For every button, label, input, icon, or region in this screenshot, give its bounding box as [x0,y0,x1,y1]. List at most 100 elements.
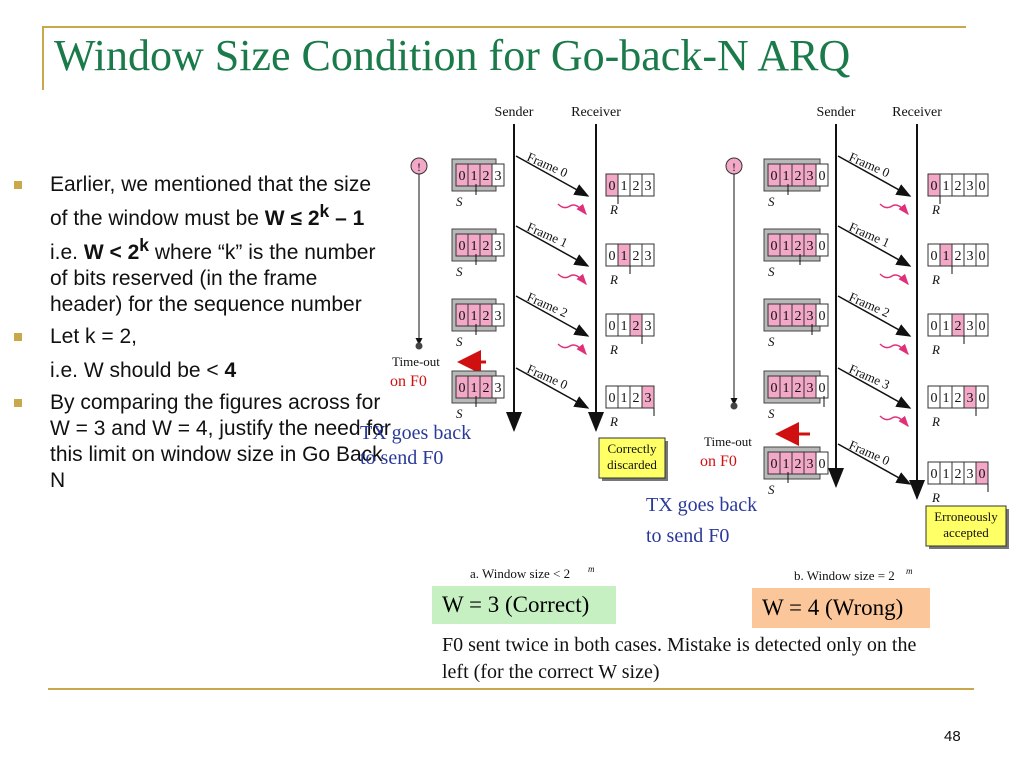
bullet-1-k2: k [139,235,150,255]
right-frame-label: Frame 3 [847,361,892,392]
right-sender-seq-number: 0 [771,239,778,254]
bullet-square-icon [14,333,22,341]
left-receiver-cell [641,313,655,337]
explanation-note: F0 sent twice in both cases. Mistake is … [442,634,917,683]
right-sender-seq-number: 0 [771,309,778,324]
left-receiver-cell [641,173,655,197]
right-receiver-seq-number: 2 [955,391,962,406]
right-sender-seq-number: 3 [807,309,814,324]
right-tx-back-line1: TX goes back [646,494,757,516]
right-receiver-cell [975,243,989,267]
right-receiver-seq-number: 0 [931,249,938,264]
left-sender-label: Sender [495,105,534,120]
left-status-line2: discarded [607,457,657,472]
left-receiver-seq-number: 1 [621,319,628,334]
ack-arrow [557,343,587,356]
right-receiver-cell [975,385,989,409]
left-frame-arrow [515,155,590,197]
left-frame-label: Frame 1 [525,219,570,250]
left-frame-label: Frame 0 [525,149,570,180]
right-s-label: S [768,482,775,497]
left-receiver-cell [641,385,655,409]
left-frame-label: Frame 0 [525,361,570,392]
left-sender-seq-number: 0 [459,381,466,396]
left-status-line1: Correctly [607,441,657,456]
right-sender-seq-number: 0 [819,169,826,184]
left-sender-seq-number: 2 [483,169,490,184]
caption-a: a. Window size < 2 [470,566,570,580]
right-receiver-seq-number: 1 [943,179,950,194]
right-receiver-seq-number: 2 [955,467,962,482]
right-sender-label: Sender [817,105,856,120]
left-r-label: R [609,414,618,429]
right-receiver-seq-number: 3 [967,179,974,194]
right-status-box [925,505,1007,547]
page-title: Window Size Condition for Go-back-N ARQ [54,31,851,80]
left-sender-seq-number: 1 [471,239,478,254]
bullet-square-icon [14,181,22,189]
bullet-1-le: ≤ [290,207,302,230]
right-frame-arrow [837,295,912,337]
bullet-2-text: Let k = 2, [50,325,137,348]
right-sender-seq-number: 0 [771,381,778,396]
right-receiver-seq-number: 0 [931,319,938,334]
left-receiver-cell [641,243,655,267]
right-sender-seq-number: 3 [807,169,814,184]
right-sender-cell [815,233,829,257]
right-status-line1: Erroneously [934,509,998,524]
left-sender-seq-number: 3 [495,381,502,396]
right-receiver-cell [975,173,989,197]
right-r-label: R [931,202,940,217]
right-s-label: S [768,406,775,421]
right-receiver-seq-number: 2 [955,249,962,264]
right-sender-seq-number: 0 [819,381,826,396]
ack-arrow [879,273,909,286]
left-sender-cell [491,163,505,187]
left-frame-arrow [515,225,590,267]
left-sender-cell [491,375,505,399]
right-s-label: S [768,264,775,279]
right-receiver-cell [975,313,989,337]
right-sender-seq-number: 0 [819,239,826,254]
bullet-item-1: Earlier, we mentioned that the size of t… [14,172,394,318]
left-receiver-seq-number: 0 [609,249,616,264]
left-receiver-seq-number: 2 [633,391,640,406]
ack-arrow [557,203,587,216]
right-frame-label: Frame 1 [847,219,892,250]
bullet-item-3: By comparing the figures across for W = … [14,390,394,494]
bullet-3-text: By comparing the figures across for W = … [50,391,391,492]
bullet-square-icon [14,399,22,407]
right-sender-seq-number: 0 [819,457,826,472]
left-receiver-seq-number: 2 [633,249,640,264]
right-sender-seq-number: 2 [795,309,802,324]
right-on-f0-label: on F0 [700,453,737,470]
right-sender-seq-number: 0 [771,457,778,472]
right-sender-cell [815,375,829,399]
left-sender-seq-number: 0 [459,169,466,184]
left-tx-back-line1: TX goes back [360,422,471,444]
frame-top-rule [42,26,966,28]
right-receiver-cell [975,461,989,485]
caption-b: b. Window size = 2 [794,568,895,580]
left-timeout-dot [415,342,423,350]
right-sender-seq-number: 2 [795,381,802,396]
left-receiver-seq-number: 3 [645,319,652,334]
right-receiver-seq-number: 3 [967,467,974,482]
right-receiver-seq-number: 1 [943,319,950,334]
left-sender-cell [491,233,505,257]
ack-arrow [879,415,909,428]
right-sender-seq-number: 0 [771,169,778,184]
left-s-label: S [456,194,463,209]
left-receiver-seq-number: 3 [645,391,652,406]
